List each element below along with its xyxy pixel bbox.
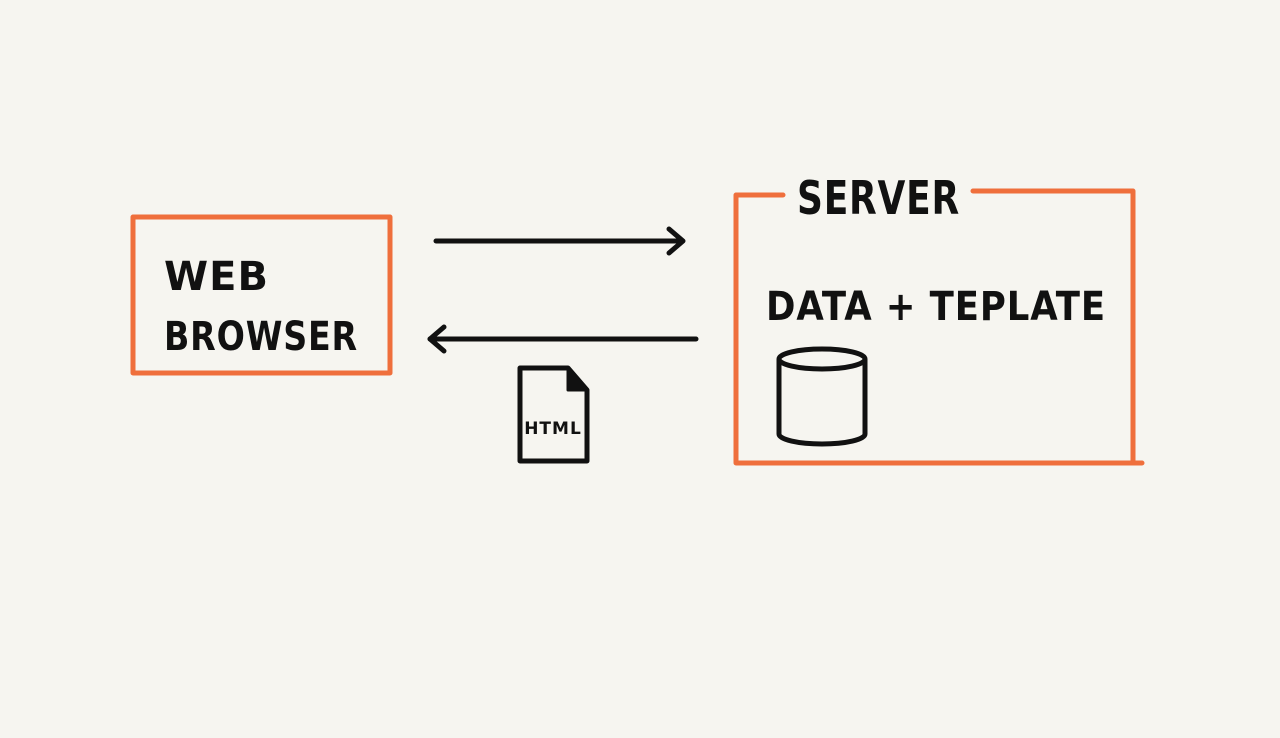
arrow-left-head [427,324,447,354]
database-icon [776,346,868,447]
server-title: SERVER [797,171,960,225]
server-node: SERVER DATA + TEPLATE [733,171,1145,466]
arrow-right-head [666,226,686,256]
web-browser-label-line1: WEB [164,254,269,300]
document-icon [517,365,590,464]
html-document: HTML [517,365,590,464]
database-top [776,346,868,372]
html-document-label: HTML [524,419,582,439]
server-content-label: DATA + TEPLATE [766,284,1106,330]
web-browser-box [130,214,393,376]
document-fold [566,366,589,392]
request-arrow [433,226,686,256]
server-box [733,188,1145,466]
web-browser-node: WEB BROWSER [130,214,393,376]
database-body [776,359,868,447]
web-browser-label-line2: BROWSER [164,314,358,360]
response-arrow [427,324,699,354]
